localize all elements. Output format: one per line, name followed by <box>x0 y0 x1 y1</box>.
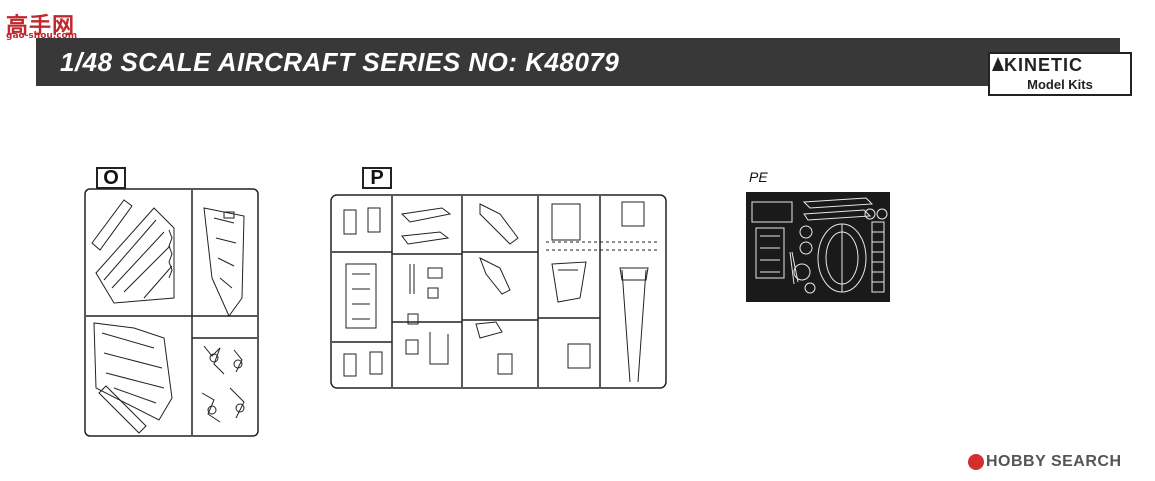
logo-subtitle: Model Kits <box>1027 77 1093 92</box>
site-watermark: 高手网 <box>6 14 76 39</box>
pe-label: PE <box>749 169 768 185</box>
series-title: 1/48 SCALE AIRCRAFT SERIES NO: K48079 <box>60 47 620 77</box>
sprue-o-drawing <box>84 188 259 437</box>
sprue-p-drawing <box>330 194 667 389</box>
brand-logo: KINETIC Model Kits <box>988 52 1132 96</box>
pe-fret <box>746 192 890 302</box>
logo-triangle-icon <box>992 57 1004 71</box>
hobby-search-logo-icon <box>968 454 984 470</box>
sprue-p-label: P <box>362 167 392 189</box>
title-banner: 1/48 SCALE AIRCRAFT SERIES NO: K48079 KI… <box>36 38 1132 96</box>
sprue-o-label: O <box>96 167 126 189</box>
hobby-search-watermark: HOBBY SEARCH <box>986 453 1122 470</box>
logo-name: KINETIC <box>1004 55 1083 75</box>
site-watermark-url: gao-shou.com <box>6 31 78 41</box>
